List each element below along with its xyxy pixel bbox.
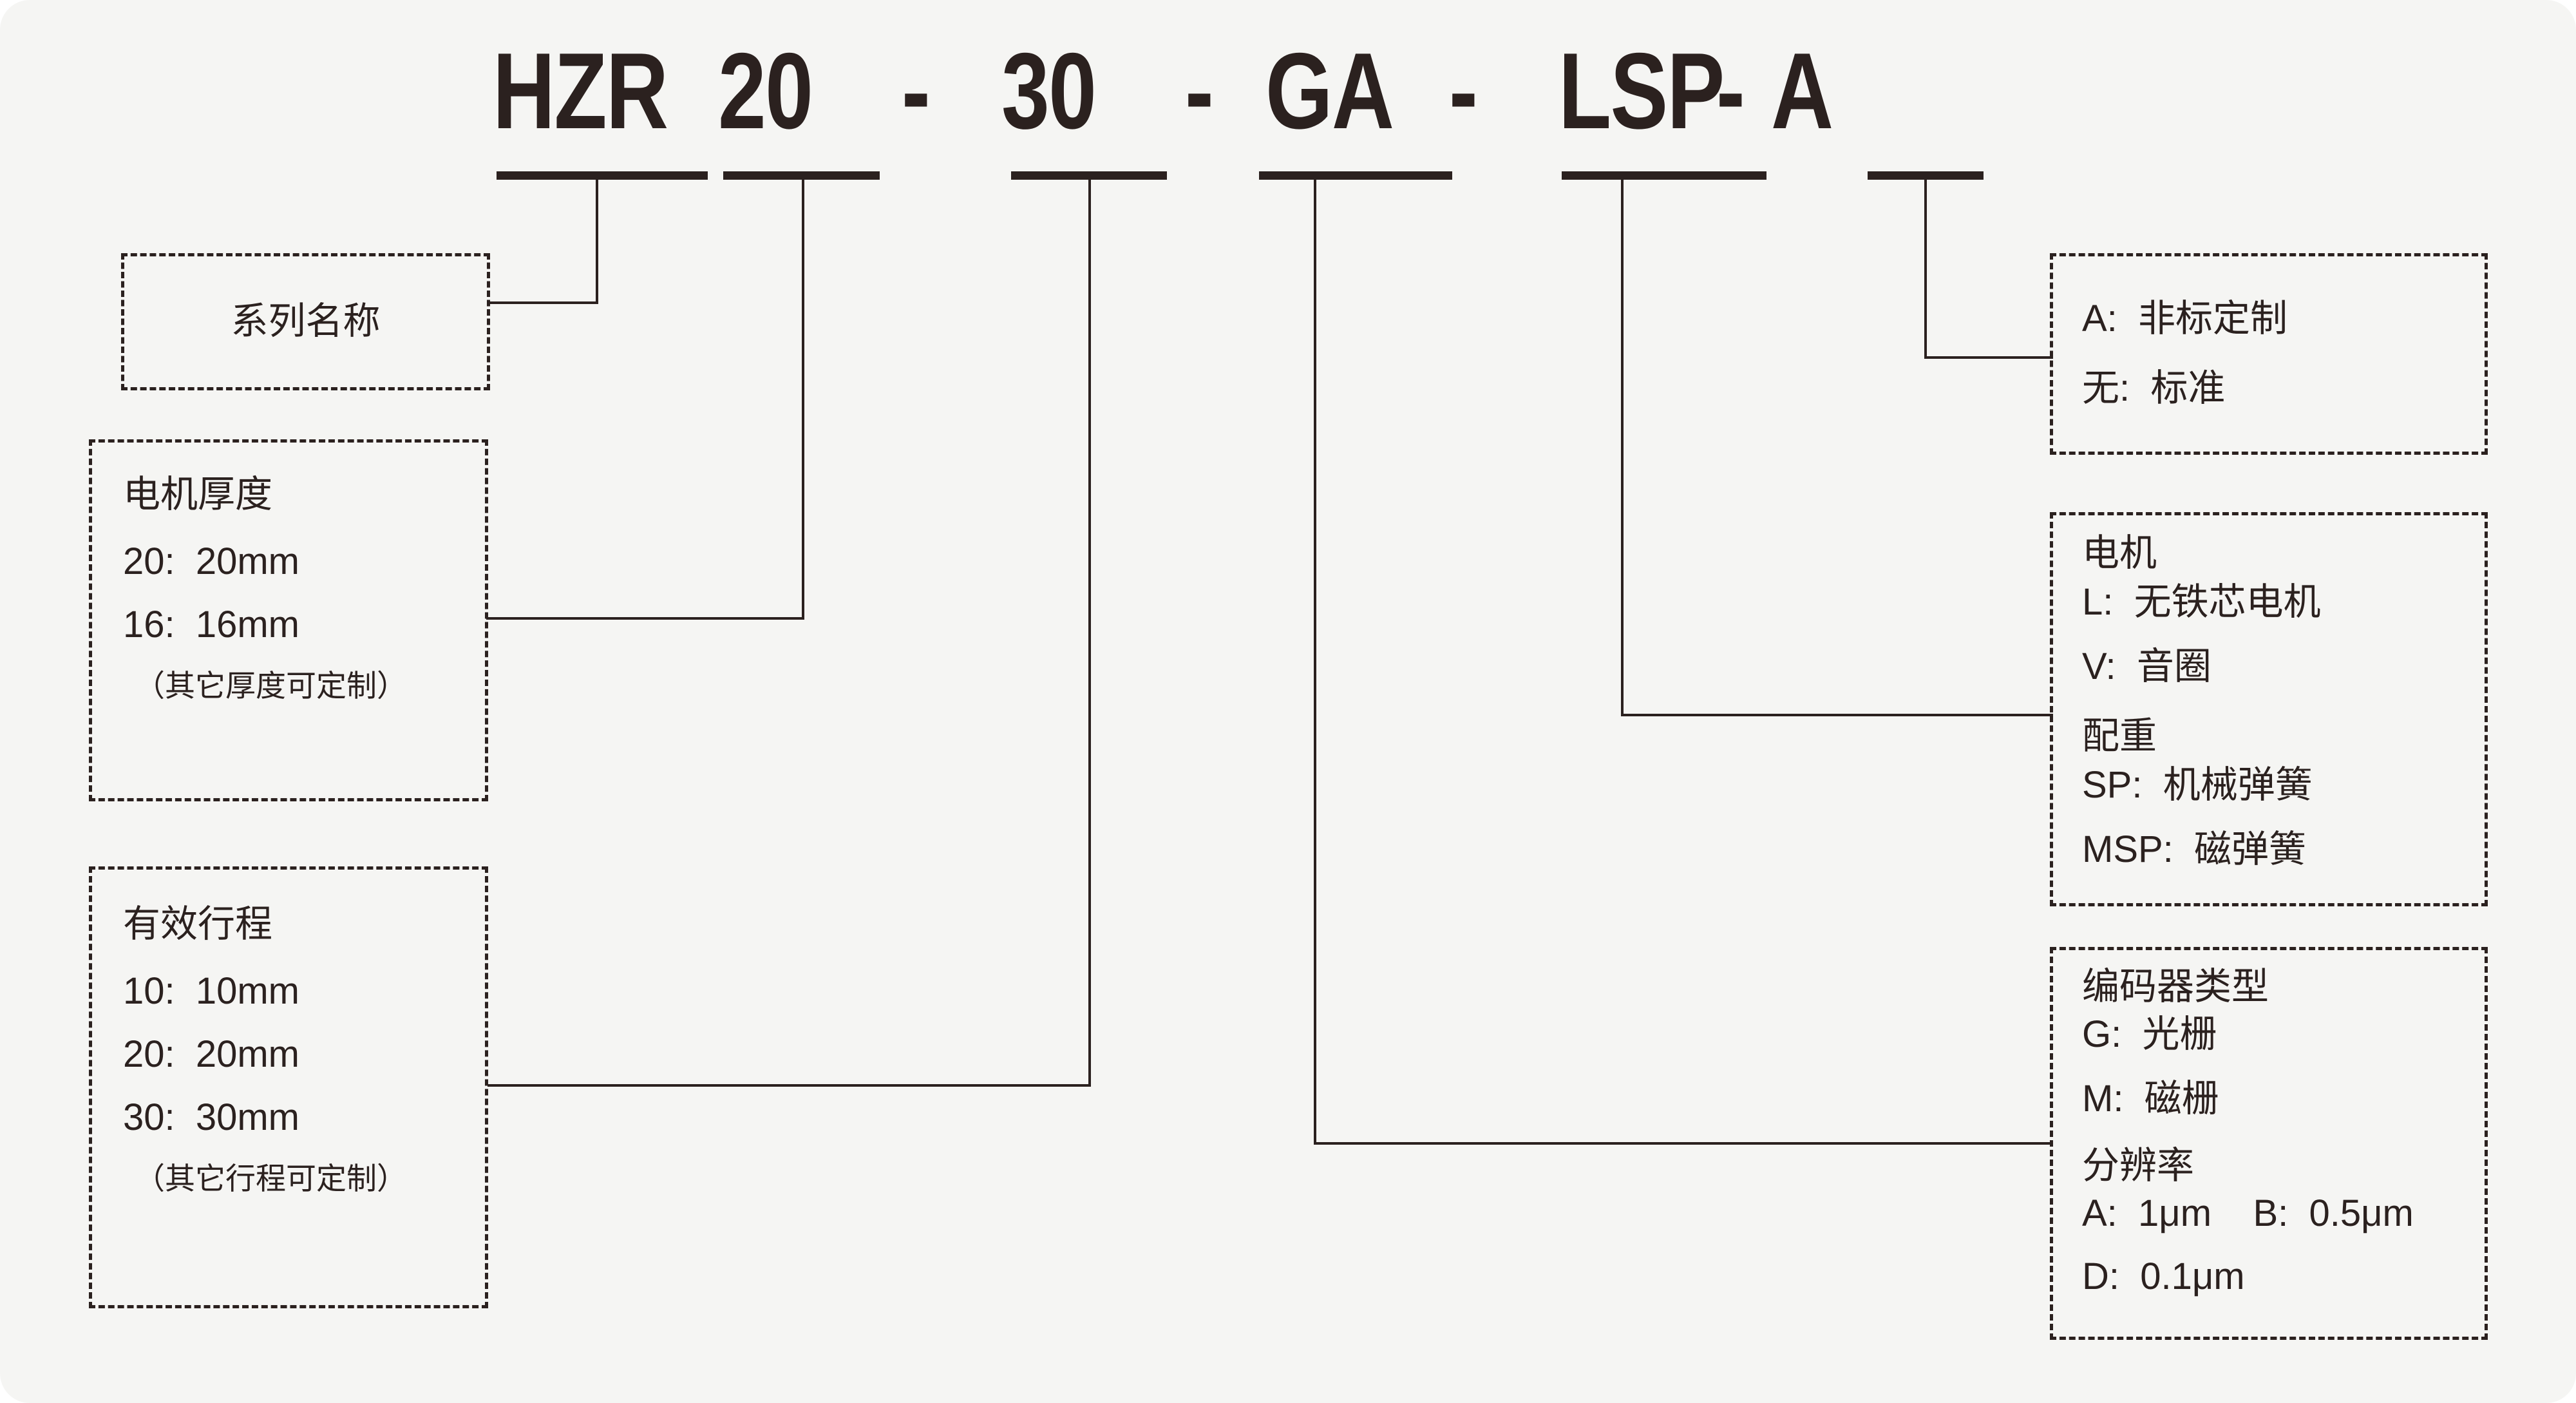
leader-series-horizontal: [489, 301, 598, 304]
leader-custom-vertical: [1924, 175, 1927, 359]
motor-option-v: V: 音圈: [2082, 645, 2211, 687]
box-effective-stroke: 有效行程 10: 10mm 20: 20mm 30: 30mm （其它行程可定制…: [89, 866, 488, 1308]
effective-stroke-note: （其它行程可定制）: [135, 1161, 407, 1196]
box-encoder: 编码器类型 G: 光栅 M: 磁栅 分辨率 A: 1μm B: 0.5μm D:…: [2050, 947, 2488, 1340]
encoder-option-g: G: 光栅: [2082, 1013, 2217, 1055]
motor-thickness-note: （其它厚度可定制）: [135, 669, 407, 703]
balance-heading: 配重: [2082, 715, 2157, 757]
leader-encoder-vertical: [1314, 175, 1316, 1145]
leader-stroke-horizontal: [488, 1084, 1091, 1087]
leader-series-vertical: [596, 175, 598, 304]
encoder-option-m: M: 磁栅: [2082, 1078, 2219, 1120]
leader-stroke-vertical: [1088, 175, 1091, 1087]
code-separator-4: -: [1716, 30, 1745, 151]
balance-option-sp: SP: 机械弹簧: [2082, 764, 2313, 806]
code-segment-stroke: 30: [1001, 30, 1097, 151]
leader-motor-vertical: [1621, 175, 1624, 716]
code-segment-custom: A: [1771, 30, 1833, 151]
box-motor-thickness: 电机厚度 20: 20mm 16: 16mm （其它厚度可定制）: [89, 439, 488, 801]
leader-thickness-vertical: [802, 175, 804, 620]
motor-thickness-heading: 电机厚度: [123, 473, 273, 515]
resolution-option-ab: A: 1μm B: 0.5μm: [2082, 1192, 2414, 1234]
leader-encoder-horizontal: [1314, 1142, 2053, 1145]
underline-motor: [1562, 171, 1766, 180]
effective-stroke-option-10: 10: 10mm: [123, 970, 299, 1012]
model-code-string: HZR 20 - 30 - GA - LSP - A: [0, 30, 2576, 152]
motor-thickness-option-20: 20: 20mm: [123, 540, 299, 582]
customization-option-a: A: 非标定制: [2082, 298, 2288, 339]
resolution-option-d: D: 0.1μm: [2082, 1255, 2245, 1297]
leader-motor-horizontal: [1621, 714, 2053, 716]
series-name-label: 系列名称: [231, 300, 381, 342]
motor-option-l: L: 无铁芯电机: [2082, 581, 2321, 623]
customization-option-none: 无: 标准: [2082, 367, 2226, 409]
leader-thickness-horizontal: [486, 617, 804, 620]
box-motor-and-balance: 电机 L: 无铁芯电机 V: 音圈 配重 SP: 机械弹簧 MSP: 磁弹簧: [2050, 512, 2488, 906]
resolution-heading: 分辨率: [2082, 1145, 2195, 1187]
code-separator-1: -: [902, 30, 931, 151]
motor-heading: 电机: [2082, 532, 2157, 574]
balance-option-msp: MSP: 磁弹簧: [2082, 828, 2307, 870]
leader-custom-horizontal: [1924, 356, 2053, 359]
motor-thickness-option-16: 16: 16mm: [123, 604, 299, 645]
encoder-type-heading: 编码器类型: [2082, 966, 2269, 1007]
effective-stroke-option-30: 30: 30mm: [123, 1096, 299, 1138]
code-separator-2: -: [1185, 30, 1214, 151]
underline-encoder: [1259, 171, 1452, 180]
effective-stroke-option-20: 20: 20mm: [123, 1033, 299, 1075]
code-segment-thickness: 20: [718, 30, 813, 151]
box-customization: A: 非标定制 无: 标准: [2050, 253, 2488, 455]
code-segment-encoder: GA: [1265, 30, 1394, 151]
code-segment-series: HZR: [493, 30, 668, 151]
code-separator-3: -: [1449, 30, 1478, 151]
box-series-name: 系列名称: [121, 253, 490, 390]
code-segment-motor: LSP: [1558, 30, 1725, 151]
underline-thickness: [723, 171, 880, 180]
underline-series: [497, 171, 708, 180]
effective-stroke-heading: 有效行程: [123, 903, 273, 945]
